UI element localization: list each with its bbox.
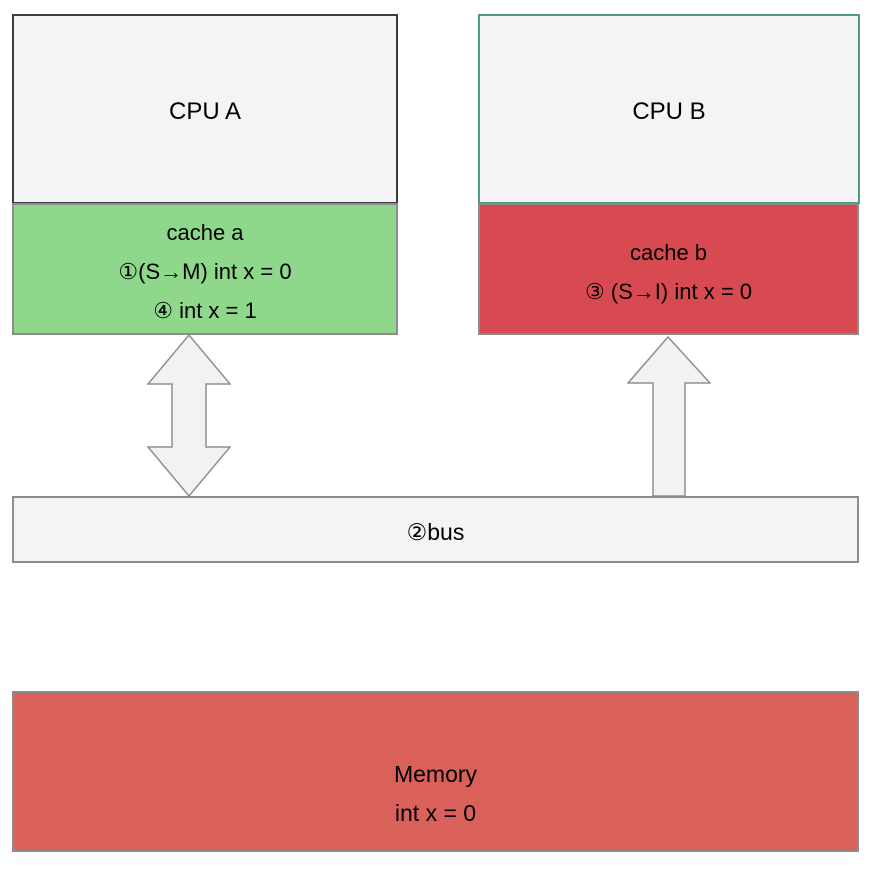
cache-a-value-line: ④ int x = 1 [153, 298, 257, 323]
bus-label: ②bus [406, 518, 465, 545]
double-arrow-icon [147, 334, 231, 497]
cache-a-state-line: ①(S→M) int x = 0 [118, 259, 292, 284]
cache-b-title: cache b [629, 240, 708, 265]
memory-box: Memory int x = 0 [12, 691, 859, 852]
cpu-b-box: CPU B [478, 14, 860, 204]
memory-title: Memory [393, 760, 478, 787]
bus-box: ②bus [12, 496, 859, 563]
cache-a-title: cache a [166, 220, 244, 245]
cache-a-box: cache a ①(S→M) int x = 0 ④ int x = 1 [12, 203, 398, 335]
up-arrow-icon [627, 336, 711, 497]
cache-b-state-line: ③ (S→I) int x = 0 [584, 279, 753, 304]
cpu-a-label: CPU A [168, 97, 242, 125]
cpu-a-box: CPU A [12, 14, 398, 204]
cpu-b-label: CPU B [632, 97, 706, 125]
memory-value-line: int x = 0 [394, 799, 477, 826]
cache-b-box: cache b ③ (S→I) int x = 0 [478, 203, 859, 335]
